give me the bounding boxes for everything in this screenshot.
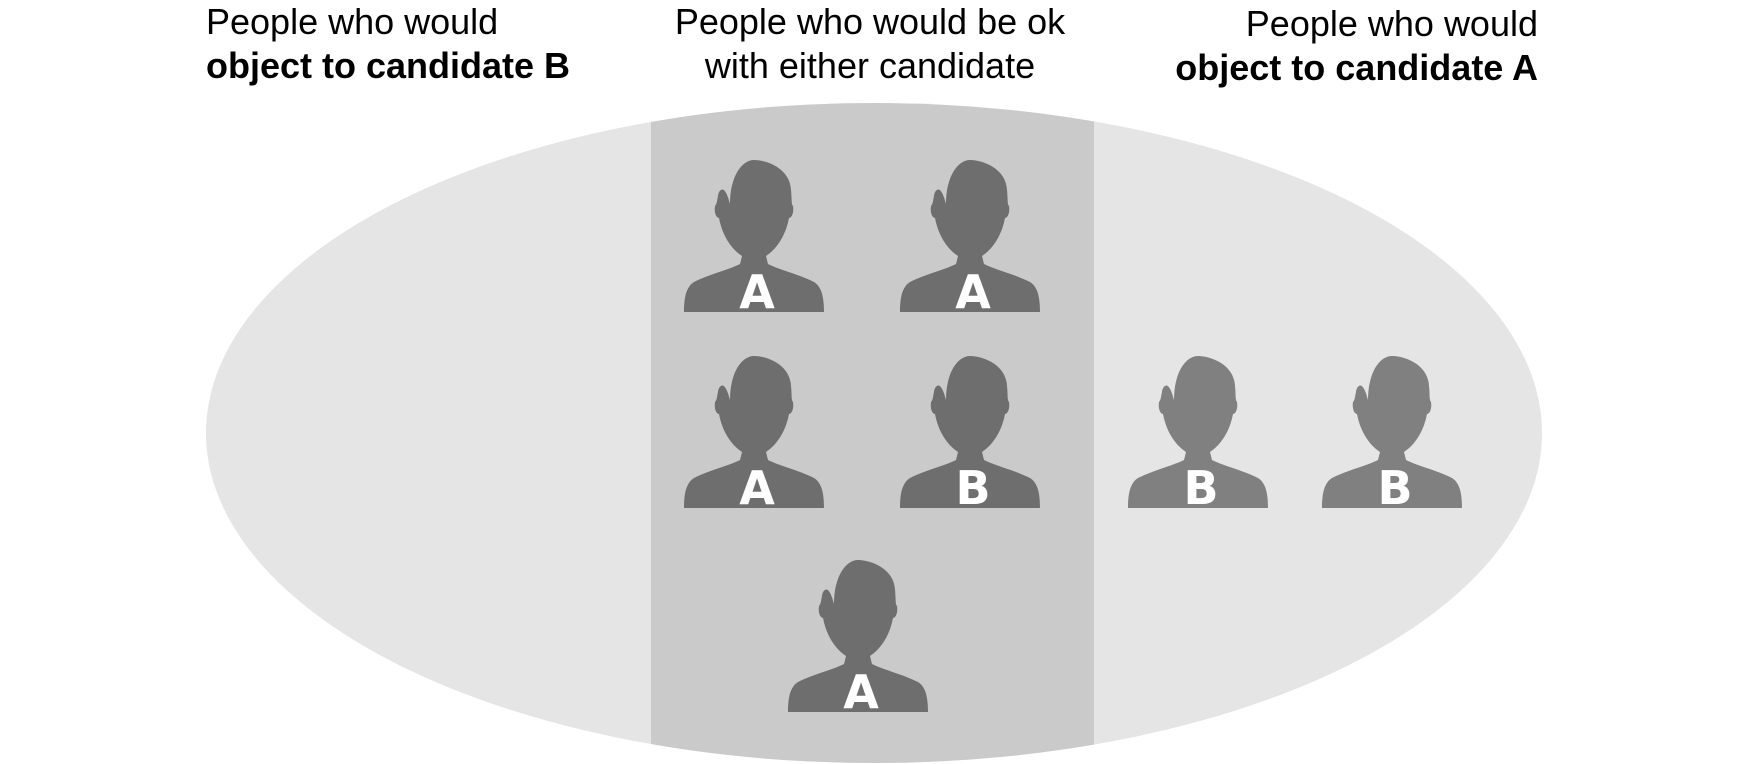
person-ok-either: A — [788, 560, 928, 719]
person-letter: B — [955, 461, 990, 515]
person-ok-either: A — [684, 356, 824, 515]
person-letter: A — [739, 461, 775, 515]
person-silhouette-icon — [684, 356, 824, 508]
person-silhouette-icon — [684, 160, 824, 312]
header-object-to-b-line1: People who would — [206, 1, 499, 42]
person-silhouette-icon — [900, 160, 1040, 312]
person-silhouette-icon — [1128, 356, 1268, 508]
person-ok-either: A — [900, 160, 1040, 319]
person-object-to-a: B — [1128, 356, 1268, 515]
ok-either-region — [651, 103, 1094, 763]
group-ok-either: A A A B A — [684, 160, 1040, 719]
header-object-to-a: People who would object to candidate A — [1175, 2, 1538, 90]
person-letter: A — [843, 665, 879, 719]
person-letter: A — [739, 265, 775, 319]
person-object-to-a: B — [1322, 356, 1462, 515]
header-object-to-b-line2: object to candidate B — [206, 45, 571, 86]
person-silhouette-icon — [788, 560, 928, 712]
person-ok-either: B — [900, 356, 1040, 515]
person-letter: A — [955, 265, 991, 319]
person-letter: B — [1377, 461, 1412, 515]
person-letter: B — [1183, 461, 1218, 515]
header-ok-either-line1: People who would be ok — [674, 1, 1066, 42]
header-object-to-a-line1: People who would — [1245, 3, 1538, 44]
header-object-to-a-line2: object to candidate A — [1175, 47, 1538, 88]
person-silhouette-icon — [900, 356, 1040, 508]
header-ok-either: People who would be ok with either candi… — [570, 0, 1170, 88]
person-ok-either: A — [684, 160, 824, 319]
header-ok-either-line2: with either candidate — [704, 45, 1036, 86]
person-silhouette-icon — [1322, 356, 1462, 508]
header-object-to-b: People who would object to candidate B — [206, 0, 570, 88]
